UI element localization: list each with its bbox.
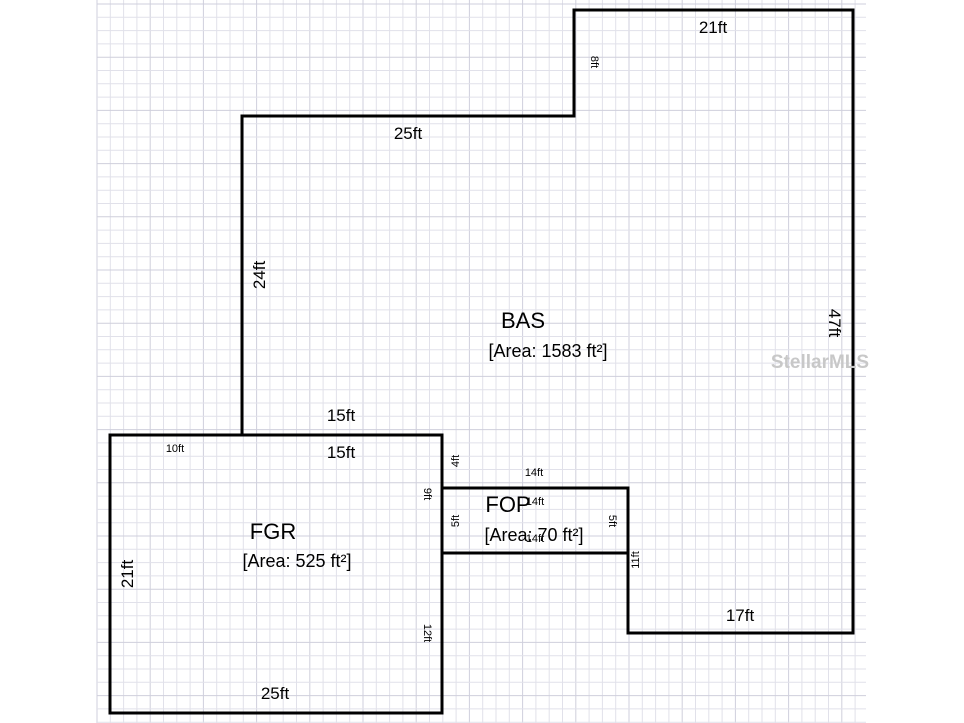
fgr-area: [Area: 525 ft²] [242, 551, 351, 571]
dim-bas-notch: 8ft [588, 56, 600, 68]
dim-fgr-left: 21ft [118, 560, 137, 589]
dim-fgr-right-upper: 9ft [421, 488, 433, 500]
fop-area: [Area: 70 ft²] [484, 525, 583, 545]
dim-fgr-right-lower: 12ft [421, 624, 433, 642]
bas-label: BAS [501, 308, 545, 333]
fop-outline [440, 486, 630, 555]
dim-bas-inner-right: 11ft [630, 551, 642, 569]
dim-fgr-top-left: 10ft [166, 443, 184, 455]
dim-bas-upper: 25ft [394, 124, 423, 143]
dim-fop-left: 5ft [450, 515, 462, 527]
dim-bas-left: 24ft [250, 261, 269, 290]
dim-fop-bottom-inner: 14ft [526, 533, 544, 545]
dim-bas-step: 4ft [450, 455, 462, 467]
fgr-label: FGR [250, 519, 296, 544]
dim-bas-bottom: 17ft [726, 606, 755, 625]
fop-label: FOP [485, 492, 530, 517]
dim-bas-above-fgr: 15ft [327, 406, 356, 425]
dim-bas-right: 47ft [825, 309, 844, 338]
dim-fop-right: 5ft [606, 515, 618, 527]
dim-fop-top: 14ft [525, 467, 543, 479]
dim-fgr-top-inner: 15ft [327, 443, 356, 462]
dim-bas-top: 21ft [699, 18, 728, 37]
watermark-text: StellarMLS [771, 352, 869, 373]
fgr-outline [108, 433, 444, 715]
bas-area: [Area: 1583 ft²] [488, 341, 607, 361]
dim-fgr-bottom: 25ft [261, 684, 290, 703]
dim-fop-top-inner: 14ft [526, 496, 544, 508]
